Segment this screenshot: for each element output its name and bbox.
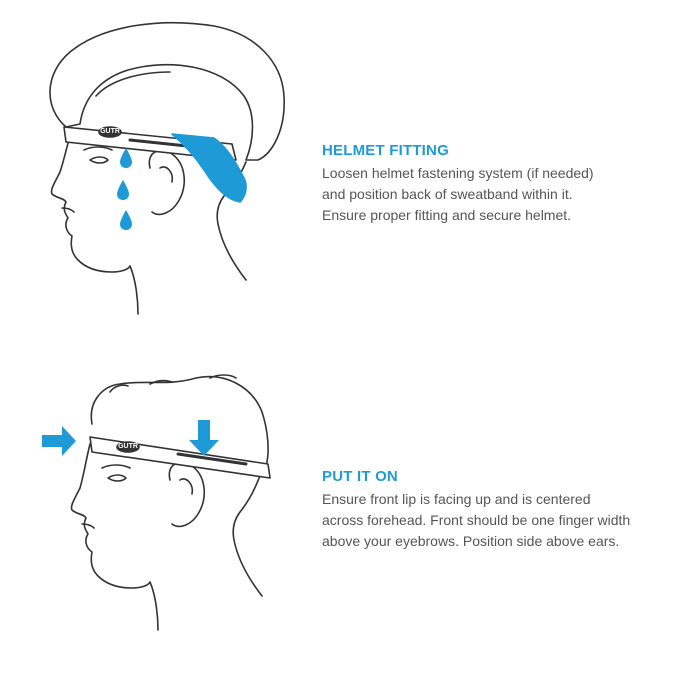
sweat-drop-icon — [120, 210, 132, 230]
step-text-line: Ensure proper fitting and secure helmet. — [322, 207, 572, 223]
band-logo-1: GUTR — [100, 128, 120, 135]
step-text-line: across forehead. Front should be one fin… — [322, 512, 631, 528]
step-text-line: above your eyebrows. Position side above… — [322, 533, 620, 549]
face-profile-2 — [70, 443, 159, 631]
step-helmet-fitting: HELMET FITTING Loosen helmet fastening s… — [322, 141, 692, 226]
ear-1 — [148, 149, 185, 216]
step-text-line: Ensure front lip is facing up and is cen… — [322, 491, 591, 507]
step-title: HELMET FITTING — [322, 142, 449, 159]
step-text-line: and position back of sweatband within it… — [322, 186, 573, 202]
helmet-strap — [171, 133, 247, 203]
band-logo-2: GUTR — [118, 443, 138, 450]
step-put-it-on: PUT IT ON Ensure front lip is facing up … — [322, 467, 692, 552]
step-title: PUT IT ON — [322, 468, 398, 485]
sweat-drop-icon — [117, 180, 129, 200]
head-with-band-figure — [70, 374, 271, 631]
step-text-line: Loosen helmet fastening system (if neede… — [322, 165, 594, 181]
head-with-helmet-figure — [49, 21, 285, 315]
arrow-down-icon — [189, 420, 219, 456]
arrow-right-icon — [42, 426, 76, 456]
sweat-drops — [117, 148, 132, 230]
helmet-shell — [49, 21, 285, 161]
hair-outline — [90, 375, 269, 467]
sweat-drop-icon — [120, 148, 132, 168]
ear-2 — [168, 461, 205, 528]
face-profile-1 — [50, 135, 139, 315]
